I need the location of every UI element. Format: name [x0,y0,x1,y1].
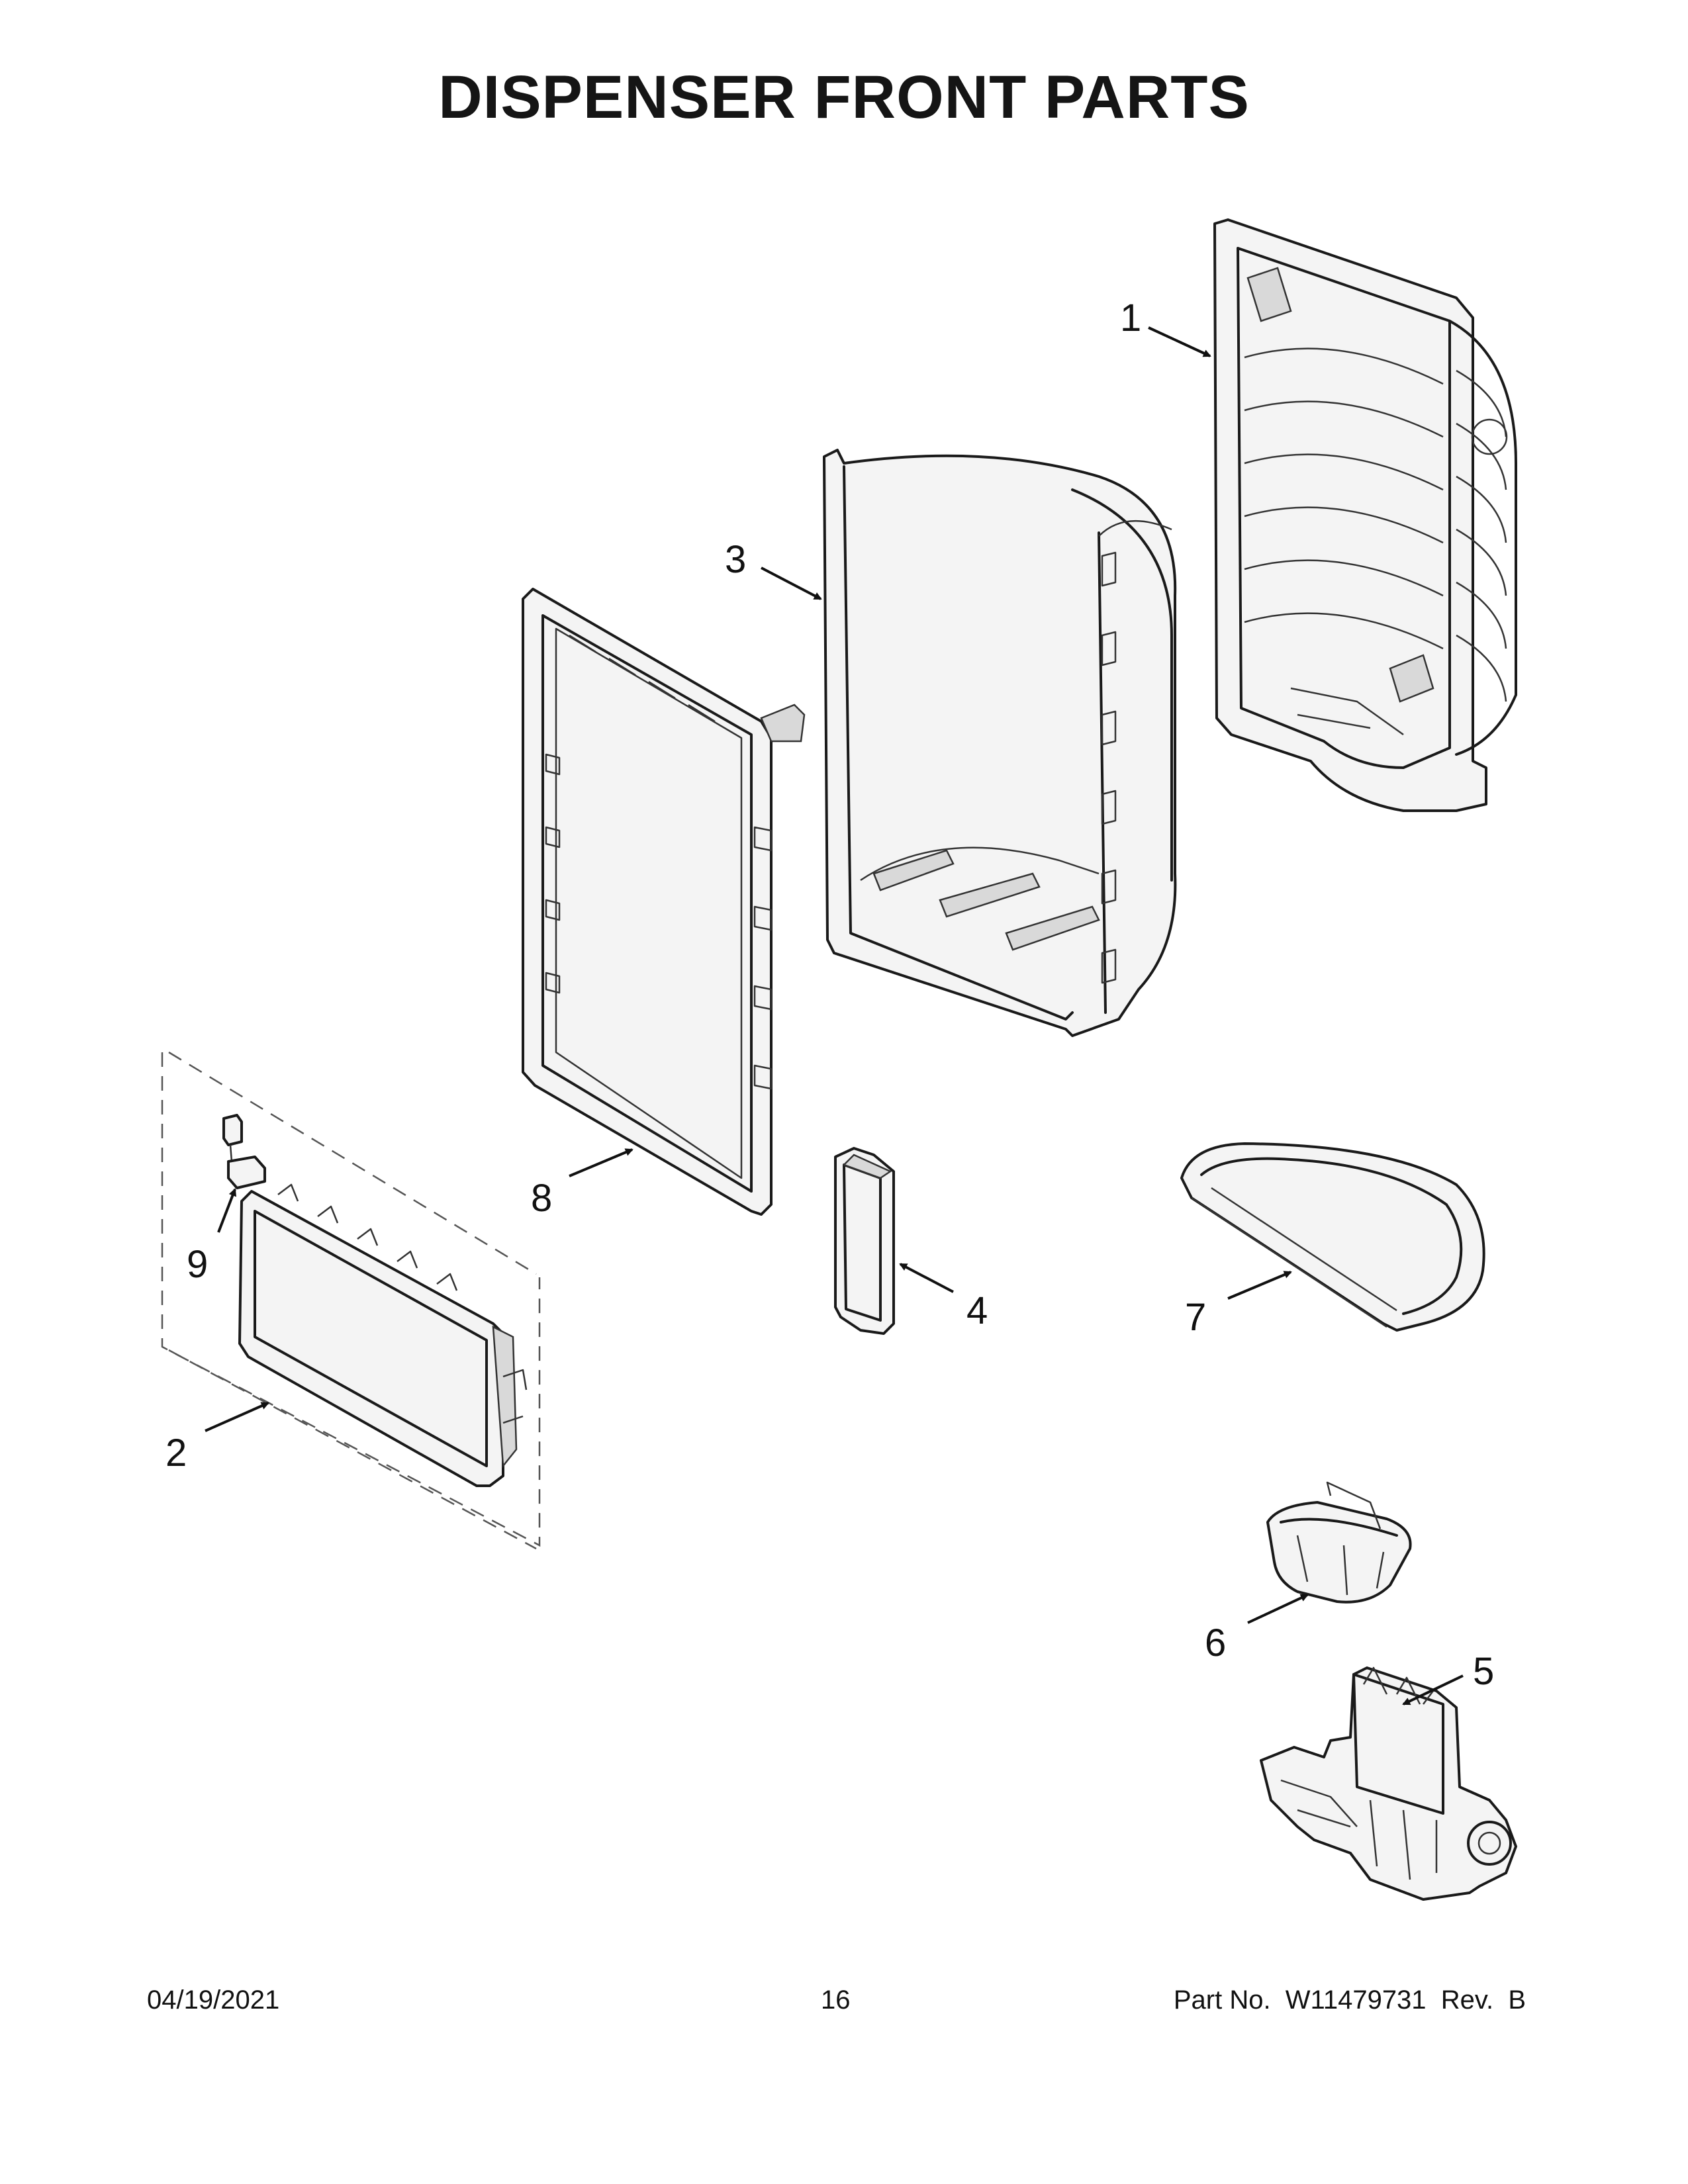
part-2-control-panel[interactable] [238,1183,528,1487]
callout-3: 3 [725,538,746,581]
callout-leaders [205,326,1464,1706]
callout-6: 6 [1205,1621,1226,1664]
dashed-assembly-box [161,1051,541,1550]
page-title: DISPENSER FRONT PARTS [438,64,1250,131]
callout-1: 1 [1120,296,1141,340]
callout-8: 8 [531,1177,552,1220]
part-3-dispenser-chute[interactable] [823,449,1177,1037]
part-8-dispenser-frame[interactable] [522,588,806,1216]
part-1-dispenser-housing[interactable] [1213,218,1517,812]
part-5-actuator-assembly[interactable] [1260,1666,1517,1901]
part-9-switch[interactable] [222,1114,266,1189]
callout-4: 4 [966,1289,988,1332]
part-7-drip-tray[interactable] [1180,1142,1485,1332]
part-6-funnel[interactable] [1266,1481,1412,1604]
callout-9: 9 [187,1243,208,1286]
callout-7: 7 [1185,1296,1206,1339]
callout-5: 5 [1473,1650,1494,1693]
callout-2: 2 [165,1432,187,1475]
part-number: W11479731 [1285,1985,1427,2015]
footer-part-number: Part No. W11479731 Rev. B [1174,1985,1526,2015]
footer-page-number: 16 [821,1985,851,2015]
part-4-dispenser-pad[interactable] [834,1147,895,1335]
footer-date: 04/19/2021 [147,1985,280,2015]
rev-label: Rev. [1440,1985,1494,2015]
rev-value: B [1508,1985,1526,2015]
part-label: Part No. [1173,1985,1271,2015]
